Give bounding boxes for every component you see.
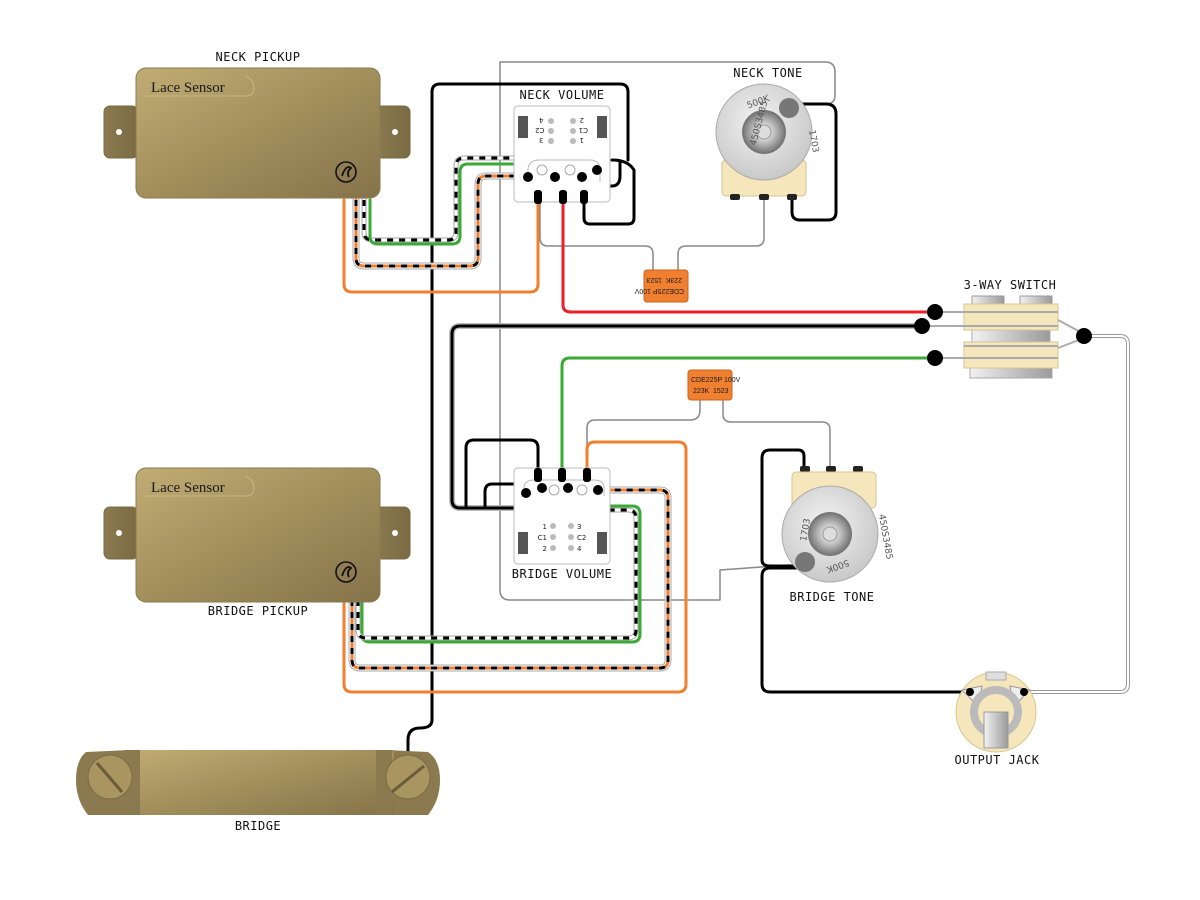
mounting-hole-icon	[392, 129, 398, 135]
bridge-pickup-brand: Lace Sensor	[151, 480, 225, 496]
lug-label: 4	[538, 116, 543, 124]
lug-label: 3	[539, 136, 543, 144]
capacitor-text: 223K	[665, 276, 682, 283]
bridge-volume-pot: 1 C1 2 3 C2 4 BRIDGE VOLUME	[512, 467, 612, 581]
bridge: BRIDGE	[76, 750, 440, 833]
capacitor-text: CDE225P 100V	[691, 377, 741, 384]
neck-tone-capacitor: CDE225P 100V 223K 1523	[634, 269, 689, 303]
lug-label: C1	[579, 126, 588, 134]
pot-code: 1703	[799, 518, 813, 542]
pot-code: 1703	[806, 129, 820, 153]
black-wire-bridge-tone-jack	[760, 566, 967, 694]
capacitor-text: CDE225P 100V	[634, 287, 684, 294]
lace-logo-icon	[335, 561, 357, 583]
screw-icon	[87, 754, 133, 800]
pot-tab-icon	[597, 532, 607, 554]
bridge-pickup-label: BRIDGE PICKUP	[208, 604, 308, 618]
neck-tone-pot: NECK TONE 500K 450S3485 1703	[715, 66, 820, 200]
output-jack: OUTPUT JACK	[955, 671, 1040, 767]
screw-icon	[385, 754, 431, 800]
neck-bundle-white-black	[361, 155, 518, 243]
lug-label: C2	[535, 126, 544, 134]
mounting-hole-icon	[116, 530, 122, 536]
wires	[342, 61, 1130, 757]
black-wire-bridge-tone-top	[760, 448, 806, 568]
lug-label: 3	[577, 523, 581, 531]
pot-tab-icon	[518, 532, 528, 554]
lug-label: 2	[580, 116, 584, 124]
green-wire-switch-to-bridge-vol	[560, 356, 937, 477]
neck-tone-label: NECK TONE	[733, 66, 803, 80]
bridge-tone-pot: 500K 450S3485 1703 BRIDGE TONE	[781, 466, 894, 604]
three-way-switch: 3-WAY SWITCH	[914, 278, 1092, 379]
pot-tab-icon	[518, 116, 528, 138]
lug-label: C2	[577, 534, 586, 542]
bridge-cap-lead-left	[586, 397, 701, 471]
bridge-label: BRIDGE	[235, 819, 281, 833]
ground-wire-to-bridge-vol	[499, 269, 791, 601]
mounting-hole-icon	[116, 129, 122, 135]
pot-code: 450S3485	[876, 514, 894, 561]
output-jack-label: OUTPUT JACK	[955, 753, 1040, 767]
orange-wire-neck-vol	[342, 198, 540, 294]
bridge-tone-label: BRIDGE TONE	[790, 590, 875, 604]
bridge-tone-capacitor: CDE225P 100V 223K 1523	[687, 369, 741, 401]
black-wire-bridge-drop	[406, 718, 434, 757]
black-wire-neck-tone	[790, 102, 838, 222]
neck-bundle-orange-black	[354, 174, 532, 268]
orange-wire-bridge-vol	[342, 440, 688, 694]
solder-lug-icon	[795, 552, 815, 572]
capacitor-text: 1523	[646, 276, 662, 283]
lace-logo-icon	[335, 161, 357, 183]
pot-tab-icon	[597, 116, 607, 138]
black-jumper-bridge-1	[464, 438, 540, 510]
neck-pickup-label: NECK PICKUP	[216, 50, 301, 64]
neck-bundle-green	[368, 162, 517, 246]
lug-label: C1	[538, 534, 547, 542]
white-wire-jack-to-switch	[1026, 334, 1130, 694]
black-wire-ground-bridge	[430, 82, 630, 722]
lug-label: 2	[543, 545, 547, 553]
capacitor-text: 223K	[693, 388, 710, 395]
lug-label: 1	[580, 136, 584, 144]
neck-pickup: NECK PICKUP Lace Sensor	[103, 50, 411, 199]
bridge-volume-label: BRIDGE VOLUME	[512, 567, 612, 581]
lug-label: 4	[577, 545, 582, 553]
bridge-pickup: Lace Sensor BRIDGE PICKUP	[103, 467, 411, 618]
neck-bundle-white-outline	[352, 172, 534, 270]
neck-cap-lead-right	[677, 199, 765, 276]
mounting-hole-icon	[392, 530, 398, 536]
switch-label: 3-WAY SWITCH	[964, 278, 1057, 292]
red-wire-neck-to-switch	[561, 198, 937, 314]
black-jumper-neck-1	[582, 158, 636, 226]
capacitor-text: 1523	[713, 388, 729, 395]
neck-pickup-brand: Lace Sensor	[151, 80, 225, 96]
solder-lug-icon	[779, 98, 799, 118]
bridge-cap-lead-right	[722, 397, 831, 471]
neck-volume-label: NECK VOLUME	[520, 88, 605, 102]
neck-volume-pot: NECK VOLUME 4 C2 3 2 C1 1	[513, 88, 611, 204]
lug-label: 1	[543, 523, 547, 531]
neck-cap-lead-left	[539, 199, 654, 276]
